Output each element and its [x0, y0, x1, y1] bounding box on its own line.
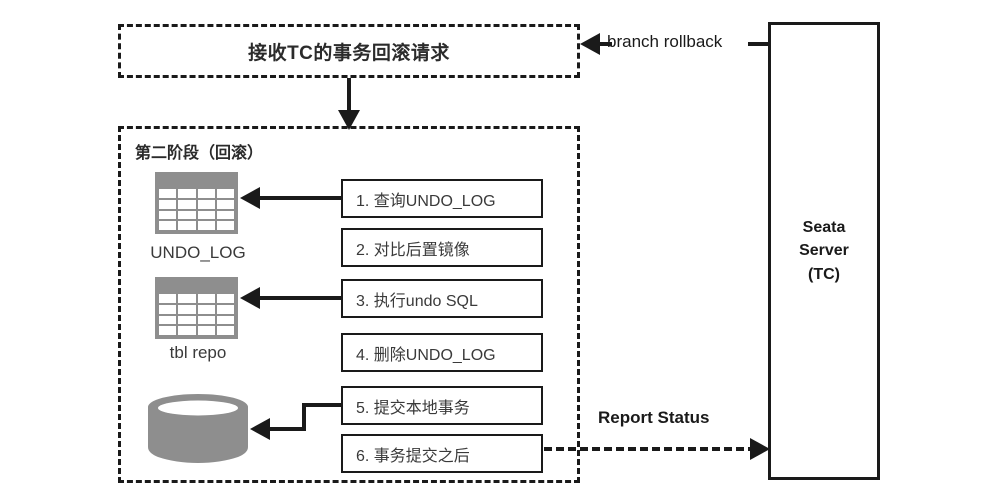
undo-log-table-icon [155, 172, 238, 234]
phase2-title: 第二阶段（回滚） [135, 145, 264, 162]
table-cell [216, 221, 234, 230]
table-header-bar [157, 279, 236, 293]
table-cell [197, 210, 215, 220]
table-cell [216, 210, 234, 220]
table-cell [197, 326, 215, 335]
step-box-3[interactable]: 3. 执行undo SQL [341, 279, 543, 318]
report-status-arrowhead [750, 438, 770, 460]
phase1-container: 接收TC的事务回滚请求 [118, 24, 580, 78]
step5-to-db-line-top [302, 403, 344, 407]
table-cell [197, 315, 215, 325]
seata-server-line2: Server [799, 242, 849, 260]
tbl-repo-table-icon [155, 277, 238, 339]
table-cell [197, 304, 215, 314]
table-cell [197, 189, 215, 198]
step-label-6: 6. 事务提交之后 [356, 447, 470, 465]
step-box-6[interactable]: 6. 事务提交之后 [341, 434, 543, 473]
step-box-2[interactable]: 2. 对比后置镜像 [341, 228, 543, 267]
table-cell [178, 326, 196, 335]
step-box-1[interactable]: 1. 查询UNDO_LOG [341, 179, 543, 218]
phase1-to-phase2-line [347, 78, 351, 114]
table-grid [157, 293, 236, 337]
table-cell [178, 294, 196, 303]
report-status-line [544, 447, 756, 451]
branch-rollback-arrowhead [580, 33, 600, 55]
table-cell [178, 210, 196, 220]
seata-server-line1: Seata [802, 219, 846, 237]
step-box-4[interactable]: 4. 删除UNDO_LOG [341, 333, 543, 372]
branch-rollback-line-right [748, 42, 770, 46]
table-cell [159, 199, 177, 209]
step-label-2: 2. 对比后置镜像 [356, 241, 470, 259]
table-cell [178, 221, 196, 230]
undo-log-caption: UNDO_LOG [150, 243, 246, 262]
branch-rollback-label: branch rollback [607, 32, 723, 51]
step-label-4: 4. 删除UNDO_LOG [356, 346, 496, 364]
seata-server-line3: (TC) [808, 265, 840, 283]
table-cell [216, 326, 234, 335]
branch-rollback-line-left [596, 42, 612, 46]
table-cell [178, 189, 196, 198]
table-cell [216, 315, 234, 325]
table-cell [178, 315, 196, 325]
table-cell [159, 221, 177, 230]
table-cell [159, 304, 177, 314]
table-cell [216, 304, 234, 314]
table-header-bar [157, 174, 236, 188]
phase1-to-phase2-arrowhead [338, 110, 360, 130]
step1-to-undolog-arrowhead [240, 187, 260, 209]
step5-to-db-line-bottom [268, 427, 306, 431]
step3-to-tblrepo-arrowhead [240, 287, 260, 309]
table-cell [178, 304, 196, 314]
seata-server-label: Seata Server (TC) [799, 216, 849, 286]
table-cell [159, 315, 177, 325]
table-grid [157, 188, 236, 232]
step3-to-tblrepo-line [258, 296, 342, 300]
phase2-container: 第二阶段（回滚） [118, 126, 580, 483]
step-label-1: 1. 查询UNDO_LOG [356, 192, 496, 210]
step-label-5: 5. 提交本地事务 [356, 399, 470, 417]
table-cell [197, 221, 215, 230]
tbl-repo-caption: tbl repo [169, 343, 227, 362]
report-status-label: Report Status [598, 408, 710, 427]
step-box-5[interactable]: 5. 提交本地事务 [341, 386, 543, 425]
step-label-3: 3. 执行undo SQL [356, 292, 478, 310]
local-database-icon [144, 391, 252, 463]
table-cell [159, 210, 177, 220]
table-cell [159, 189, 177, 198]
step1-to-undolog-line [258, 196, 342, 200]
seata-server-box[interactable]: Seata Server (TC) [768, 22, 880, 480]
table-cell [197, 199, 215, 209]
step5-to-db-line-vertical [302, 403, 306, 431]
table-cell [216, 199, 234, 209]
phase1-title: 接收TC的事务回滚请求 [248, 42, 450, 64]
table-cell [159, 294, 177, 303]
table-cell [197, 294, 215, 303]
table-cell [216, 294, 234, 303]
table-cell [159, 326, 177, 335]
table-cell [178, 199, 196, 209]
step5-to-db-arrowhead [250, 418, 270, 440]
table-cell [216, 189, 234, 198]
